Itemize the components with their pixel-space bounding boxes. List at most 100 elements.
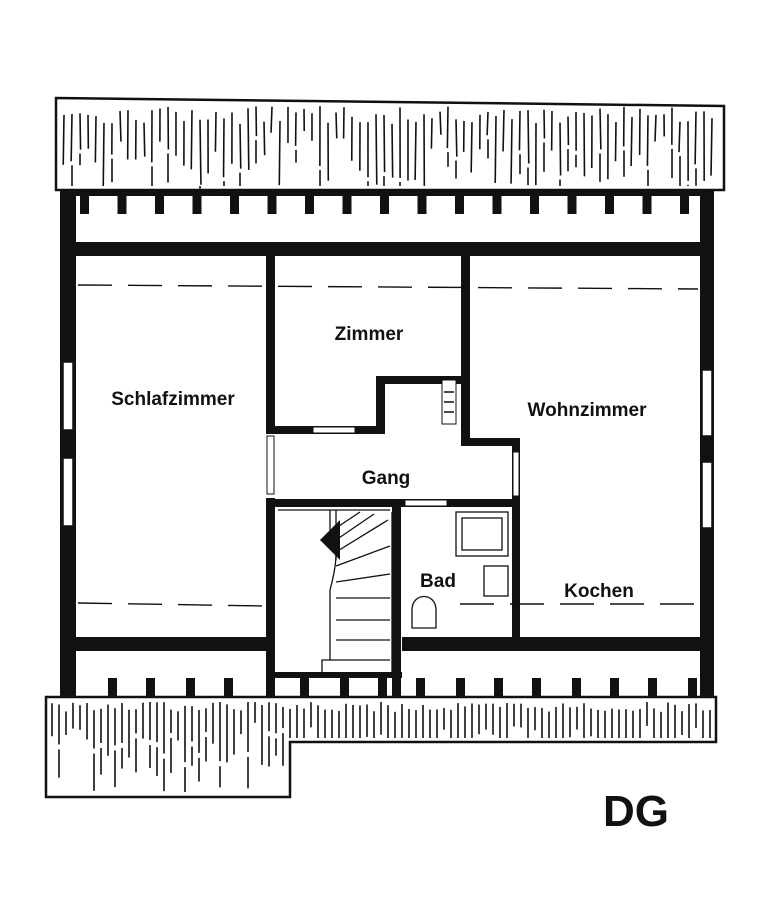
window-east-1 bbox=[701, 369, 713, 437]
roof-hatch-stroke bbox=[62, 114, 65, 165]
wall-zimmer-wohn bbox=[461, 256, 470, 384]
wall-niche-top bbox=[376, 376, 470, 384]
rafter-end bbox=[494, 678, 503, 697]
wall-south-right bbox=[402, 637, 714, 651]
window-west-2 bbox=[62, 457, 74, 527]
stair-step bbox=[335, 545, 391, 567]
door-zimmer bbox=[312, 426, 356, 434]
room-label-zimmer: Zimmer bbox=[335, 324, 404, 345]
roof-bottom bbox=[44, 695, 718, 799]
roof-hatch-stroke bbox=[494, 115, 497, 183]
wall-east bbox=[700, 190, 714, 698]
rafter-end bbox=[532, 678, 541, 697]
roof-hatch-stroke bbox=[214, 111, 217, 152]
sink bbox=[483, 565, 509, 597]
rafter-end bbox=[455, 196, 464, 214]
rafter-end bbox=[340, 678, 349, 697]
rafter-end bbox=[416, 678, 425, 697]
rafter-end bbox=[610, 678, 619, 697]
stair-direction-arrow bbox=[320, 520, 340, 560]
roof-hatch-stroke bbox=[470, 122, 473, 173]
room-label-kochen: Kochen bbox=[564, 581, 634, 602]
room-label-gang: Gang bbox=[362, 468, 411, 489]
window-west-1 bbox=[62, 361, 74, 431]
rafter-end bbox=[186, 678, 195, 697]
windows bbox=[62, 361, 713, 529]
roof-hatch-stroke bbox=[694, 111, 697, 165]
roof-hatch-stroke bbox=[678, 121, 681, 153]
wall-schlaf-zimmer bbox=[266, 256, 275, 434]
rafter-end bbox=[155, 196, 164, 214]
rafter-end bbox=[224, 678, 233, 697]
rafter-end bbox=[305, 196, 314, 214]
window-east-2 bbox=[701, 461, 713, 529]
rafter-end bbox=[192, 196, 202, 214]
room-label-bad: Bad bbox=[420, 571, 456, 592]
roof-top bbox=[54, 96, 726, 192]
niche-vent bbox=[444, 391, 454, 413]
bathtub-inner bbox=[461, 517, 503, 551]
roof-hatch-stroke bbox=[383, 114, 386, 173]
wall-stair-bottom bbox=[266, 672, 402, 678]
rafter-end bbox=[117, 196, 127, 214]
wall-west bbox=[60, 190, 76, 698]
roof-hatch-stroke bbox=[70, 113, 73, 162]
floor-label: DG bbox=[603, 787, 669, 836]
wall-schlaf-stair bbox=[266, 498, 275, 697]
roof-hatch-stroke bbox=[510, 119, 513, 184]
bathtub bbox=[455, 511, 509, 557]
roof-hatch-stroke bbox=[614, 121, 617, 162]
rafter-end bbox=[530, 196, 539, 214]
stair-step bbox=[335, 519, 389, 553]
rafter-end bbox=[108, 678, 117, 697]
roof-hatch-stroke bbox=[518, 111, 521, 151]
rafter-end bbox=[146, 678, 155, 697]
roof-hatch-stroke bbox=[391, 123, 394, 178]
stair-step bbox=[335, 573, 391, 583]
roof-hatch-stroke bbox=[119, 111, 122, 142]
roof-hatch-stroke bbox=[630, 117, 633, 167]
rafter-end bbox=[648, 678, 657, 697]
room-label-schlafzimmer: Schlafzimmer bbox=[111, 389, 235, 410]
rafter-end bbox=[378, 678, 387, 697]
rafter-end bbox=[567, 196, 577, 214]
rafter-end bbox=[572, 678, 581, 697]
rafter-end bbox=[300, 678, 309, 697]
roof-hatch-stroke bbox=[646, 115, 649, 166]
roof-hatch-stroke bbox=[102, 122, 105, 187]
roof-hatch-stroke bbox=[247, 108, 250, 170]
stair-step bbox=[335, 513, 375, 541]
roof-bottom-hatching bbox=[51, 702, 711, 792]
rafter-end bbox=[342, 196, 352, 214]
roof-hatch-stroke bbox=[94, 116, 97, 163]
wall-niche-left bbox=[376, 376, 385, 434]
door-wohn bbox=[512, 451, 520, 497]
rafter-end bbox=[230, 196, 239, 214]
roof-hatch-stroke bbox=[599, 108, 602, 150]
bath-fixtures bbox=[411, 511, 509, 629]
staircase bbox=[278, 509, 393, 672]
rafter-ends bbox=[80, 196, 697, 697]
roof-hatch-stroke bbox=[199, 119, 202, 185]
rafter-end bbox=[642, 196, 652, 214]
wall-gang-wohn-step bbox=[461, 438, 519, 446]
roof-hatch-stroke bbox=[430, 118, 433, 149]
roof-hatch-stroke bbox=[710, 118, 713, 176]
wall-stair-bad bbox=[392, 499, 401, 697]
wall-gang-wohn-upper bbox=[461, 384, 470, 444]
wall-wohn-bad bbox=[512, 438, 520, 638]
wall-north bbox=[60, 242, 714, 256]
roof-hatch-stroke bbox=[527, 110, 530, 164]
room-label-wohnzimmer: Wohnzimmer bbox=[528, 400, 648, 421]
roof-top-hatching bbox=[62, 106, 713, 189]
rafter-end bbox=[267, 196, 277, 214]
roof-hatch-stroke bbox=[486, 111, 489, 136]
rafter-end bbox=[417, 196, 427, 214]
rafter-end bbox=[680, 196, 689, 214]
wall-south-left bbox=[60, 637, 270, 651]
outer-walls bbox=[60, 190, 714, 698]
rafter-end bbox=[80, 196, 89, 214]
rafter-end bbox=[688, 678, 697, 697]
roof-hatch-stroke bbox=[654, 114, 657, 142]
